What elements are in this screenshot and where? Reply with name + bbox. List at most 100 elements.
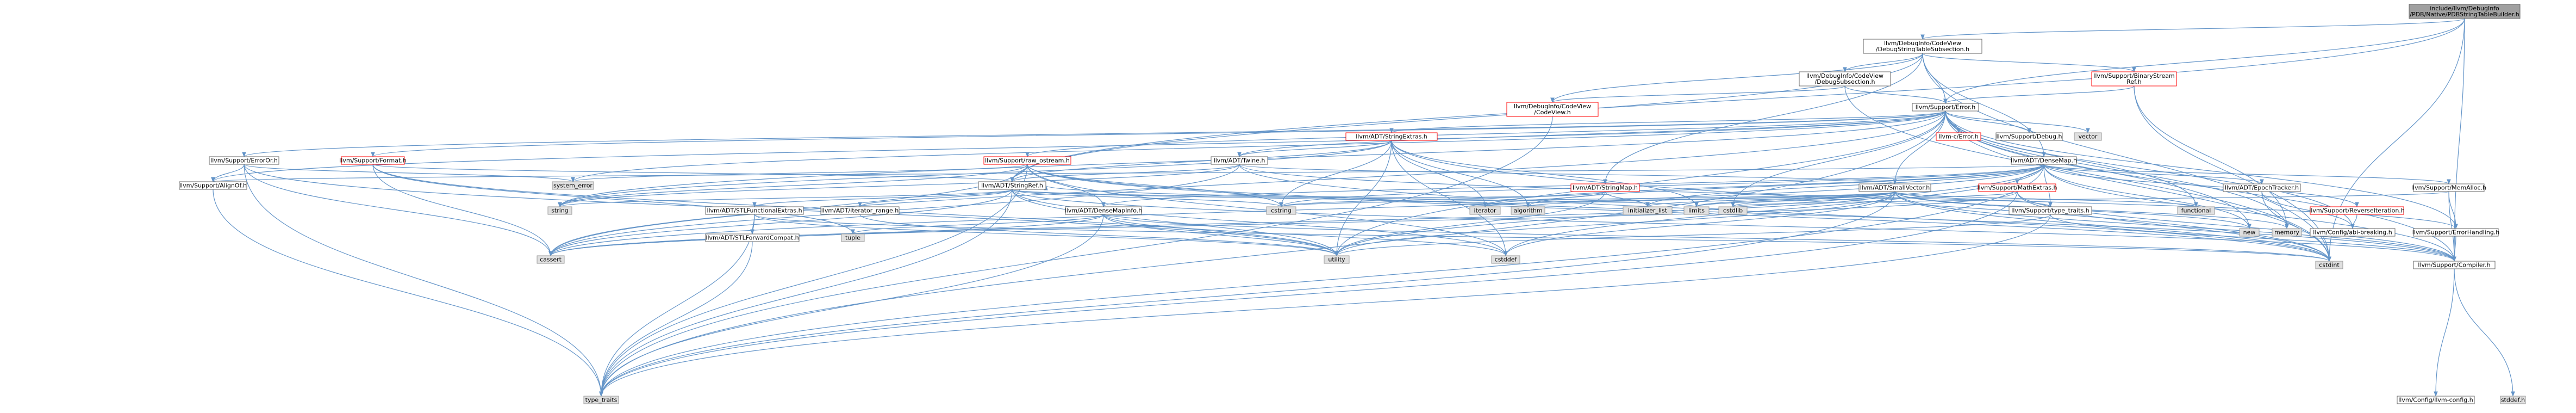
node-revit[interactable]: llvm/Support/ReverseIteration.h xyxy=(2309,206,2405,215)
node-dmi[interactable]: llvm/ADT/DenseMapInfo.h xyxy=(1065,206,1143,215)
edge-err-to-alignof xyxy=(211,110,1946,182)
node-typetraits_h[interactable]: llvm/Support/type_traits.h xyxy=(2009,206,2092,215)
node-errhand[interactable]: llvm/Support/ErrorHandling.h xyxy=(2412,228,2500,237)
node-smallvec[interactable]: llvm/ADT/SmallVector.h xyxy=(1858,183,1931,192)
edge-fmt-to-cassert xyxy=(372,164,553,256)
node-memalloc[interactable]: llvm/Support/MemAlloc.h xyxy=(2411,183,2486,192)
node-label-cfgabi-0: llvm/Config/abi-breaking.h xyxy=(2313,229,2392,236)
node-box-algorithm xyxy=(1511,206,1545,215)
edge-rawos-to-cstdint xyxy=(1027,164,2331,262)
node-compiler[interactable]: llvm/Support/Compiler.h xyxy=(2413,261,2496,269)
edge-dsts-to-dsub xyxy=(1843,53,1923,72)
edge-bsref-to-memory xyxy=(2134,85,2289,229)
edge-memalloc-to-cstdlib xyxy=(1731,191,2449,207)
edge-adtse-to-twine xyxy=(1237,140,1392,157)
node-cvh[interactable]: llvm/DebugInfo/CodeView/CodeView.h xyxy=(1506,102,1599,117)
node-label-stlfe-0: llvm/ADT/STLFunctionalExtras.h xyxy=(707,207,802,214)
node-box-densemap xyxy=(2011,156,2077,165)
node-label-cfgllvm-0: llvm/Config/llvm-config.h xyxy=(2398,397,2473,404)
node-label-dsts-1: /DebugStringTableSubsection.h xyxy=(1876,46,1969,53)
node-label-strmap-0: llvm/ADT/StringMap.h xyxy=(1573,184,1638,192)
edge-densemap-to-algorithm xyxy=(1526,164,2044,207)
node-stlfe[interactable]: llvm/ADT/STLFunctionalExtras.h xyxy=(705,206,804,215)
node-utility: utility xyxy=(1324,255,1350,264)
node-box-typetraits_h xyxy=(2009,206,2092,215)
node-label-cvh-0: llvm/DebugInfo/CodeView xyxy=(1514,103,1591,110)
node-cerr[interactable]: llvm-c/Error.h xyxy=(1936,132,1981,141)
node-mathext[interactable]: llvm/Support/MathExtras.h xyxy=(1978,183,2057,192)
edge-dsts-to-bsref xyxy=(1922,53,2136,72)
edge-smallvec-to-typetraits xyxy=(599,191,1895,397)
node-new: new xyxy=(2239,228,2260,237)
edge-stringref-to-limits xyxy=(1012,189,1699,207)
node-initlist: initializer_list xyxy=(1623,206,1673,215)
node-cstddef: cstddef xyxy=(1491,255,1520,264)
edge-iterrange-to-utility xyxy=(859,214,1339,256)
node-adtse[interactable]: llvm/ADT/StringExtras.h xyxy=(1345,132,1438,141)
node-label-bsref-0: llvm/Support/BinaryStream xyxy=(2093,72,2174,79)
node-cfgllvm[interactable]: llvm/Config/llvm-config.h xyxy=(2397,396,2475,404)
node-cstdlib: cstdlib xyxy=(1718,206,1748,215)
edge-densemap-to-cstddef xyxy=(1504,164,2044,256)
edge-dsts-to-strmap xyxy=(1603,53,1923,184)
edge-revit-to-cfgabi xyxy=(2350,214,2357,229)
node-iterrange[interactable]: llvm/ADT/iterator_range.h xyxy=(820,206,900,215)
edge-fmt-to-stringref xyxy=(372,164,1014,182)
edge-compiler-to-cfgllvm xyxy=(2434,268,2455,397)
node-label-twine-0: llvm/ADT/Twine.h xyxy=(1214,157,1265,164)
edge-adtse-to-cstdint xyxy=(1391,140,2331,262)
node-box-new xyxy=(2239,228,2260,237)
node-stddef: stddef.h xyxy=(2500,396,2526,404)
edge-err-to-rawos xyxy=(1025,110,1946,157)
node-alignof[interactable]: llvm/Support/AlignOf.h xyxy=(179,181,247,190)
node-stlfc[interactable]: llvm/ADT/STLForwardCompat.h xyxy=(705,233,800,242)
edge-adtse-to-algorithm xyxy=(1391,140,1530,207)
node-dsts[interactable]: llvm/DebugInfo/CodeView/DebugStringTable… xyxy=(1863,39,1982,54)
edge-err-to-vector xyxy=(1945,110,2090,133)
node-box-rawos xyxy=(983,156,1071,165)
node-rawos[interactable]: llvm/Support/raw_ostream.h xyxy=(983,156,1071,165)
node-dbg[interactable]: llvm/Support/Debug.h xyxy=(1995,132,2063,141)
node-label-dsub-0: llvm/DebugInfo/CodeView xyxy=(1806,72,1883,79)
edge-erroc-to-alignof xyxy=(211,164,245,182)
edge-densemap-to-cstring xyxy=(1279,164,2044,207)
node-label-alignof-0: llvm/Support/AlignOf.h xyxy=(179,182,247,189)
edge-densemap-to-initlist xyxy=(1645,164,2044,207)
node-box-bsref xyxy=(2091,71,2177,87)
node-box-tuple xyxy=(841,233,865,242)
node-tuple: tuple xyxy=(841,233,865,242)
edge-stlfe-to-typetraits xyxy=(599,214,755,397)
edge-mathext-to-typetraits xyxy=(599,191,2018,397)
node-stringref[interactable]: llvm/ADT/StringRef.h xyxy=(978,181,1046,190)
node-twine[interactable]: llvm/ADT/Twine.h xyxy=(1211,156,1268,165)
edge-root-to-cstdint xyxy=(2327,18,2465,262)
node-label-smallvec-0: llvm/ADT/SmallVector.h xyxy=(1860,184,1930,192)
edge-err-to-fmt xyxy=(371,110,1946,157)
node-fmt[interactable]: llvm/Support/Format.h xyxy=(339,156,407,165)
edge-adtse-to-stringref xyxy=(1010,140,1392,182)
edge-smallvec-to-cassert xyxy=(548,191,1895,256)
node-label-bsref-1: Ref.h xyxy=(2126,78,2141,85)
node-densemap[interactable]: llvm/ADT/DenseMap.h xyxy=(2011,156,2077,165)
node-label-erroc-0: llvm/Support/ErrorOr.h xyxy=(210,157,278,164)
edge-rawos-to-dmi xyxy=(1027,164,1106,207)
node-label-iterrange-0: llvm/ADT/iterator_range.h xyxy=(821,207,899,214)
node-cfgabi[interactable]: llvm/Config/abi-breaking.h xyxy=(2310,228,2396,237)
node-epoch[interactable]: llvm/ADT/EpochTracker.h xyxy=(2223,183,2301,192)
node-strmap[interactable]: llvm/ADT/StringMap.h xyxy=(1570,183,1640,192)
edge-densemap-to-alignof xyxy=(212,164,2044,182)
edge-smallvec-to-limits xyxy=(1694,191,1895,207)
node-err[interactable]: llvm/Support/Error.h xyxy=(1912,103,1979,112)
node-label-dsts-0: llvm/DebugInfo/CodeView xyxy=(1884,40,1961,47)
node-box-typetraits xyxy=(583,396,619,404)
node-label-algorithm-0: algorithm xyxy=(1513,207,1542,214)
node-erroc[interactable]: llvm/Support/ErrorOr.h xyxy=(209,156,279,165)
edge-erroc-to-typetraits xyxy=(244,164,603,397)
node-box-limits xyxy=(1683,206,1710,215)
edge-stlfe-to-cstdint xyxy=(754,214,2331,262)
node-vector: vector xyxy=(2074,132,2102,141)
node-dsub[interactable]: llvm/DebugInfo/CodeView/DebugSubsection.… xyxy=(1799,71,1891,87)
edge-densemap-to-iterator xyxy=(1483,164,2044,207)
node-label-mathext-0: llvm/Support/MathExtras.h xyxy=(1978,184,2057,192)
